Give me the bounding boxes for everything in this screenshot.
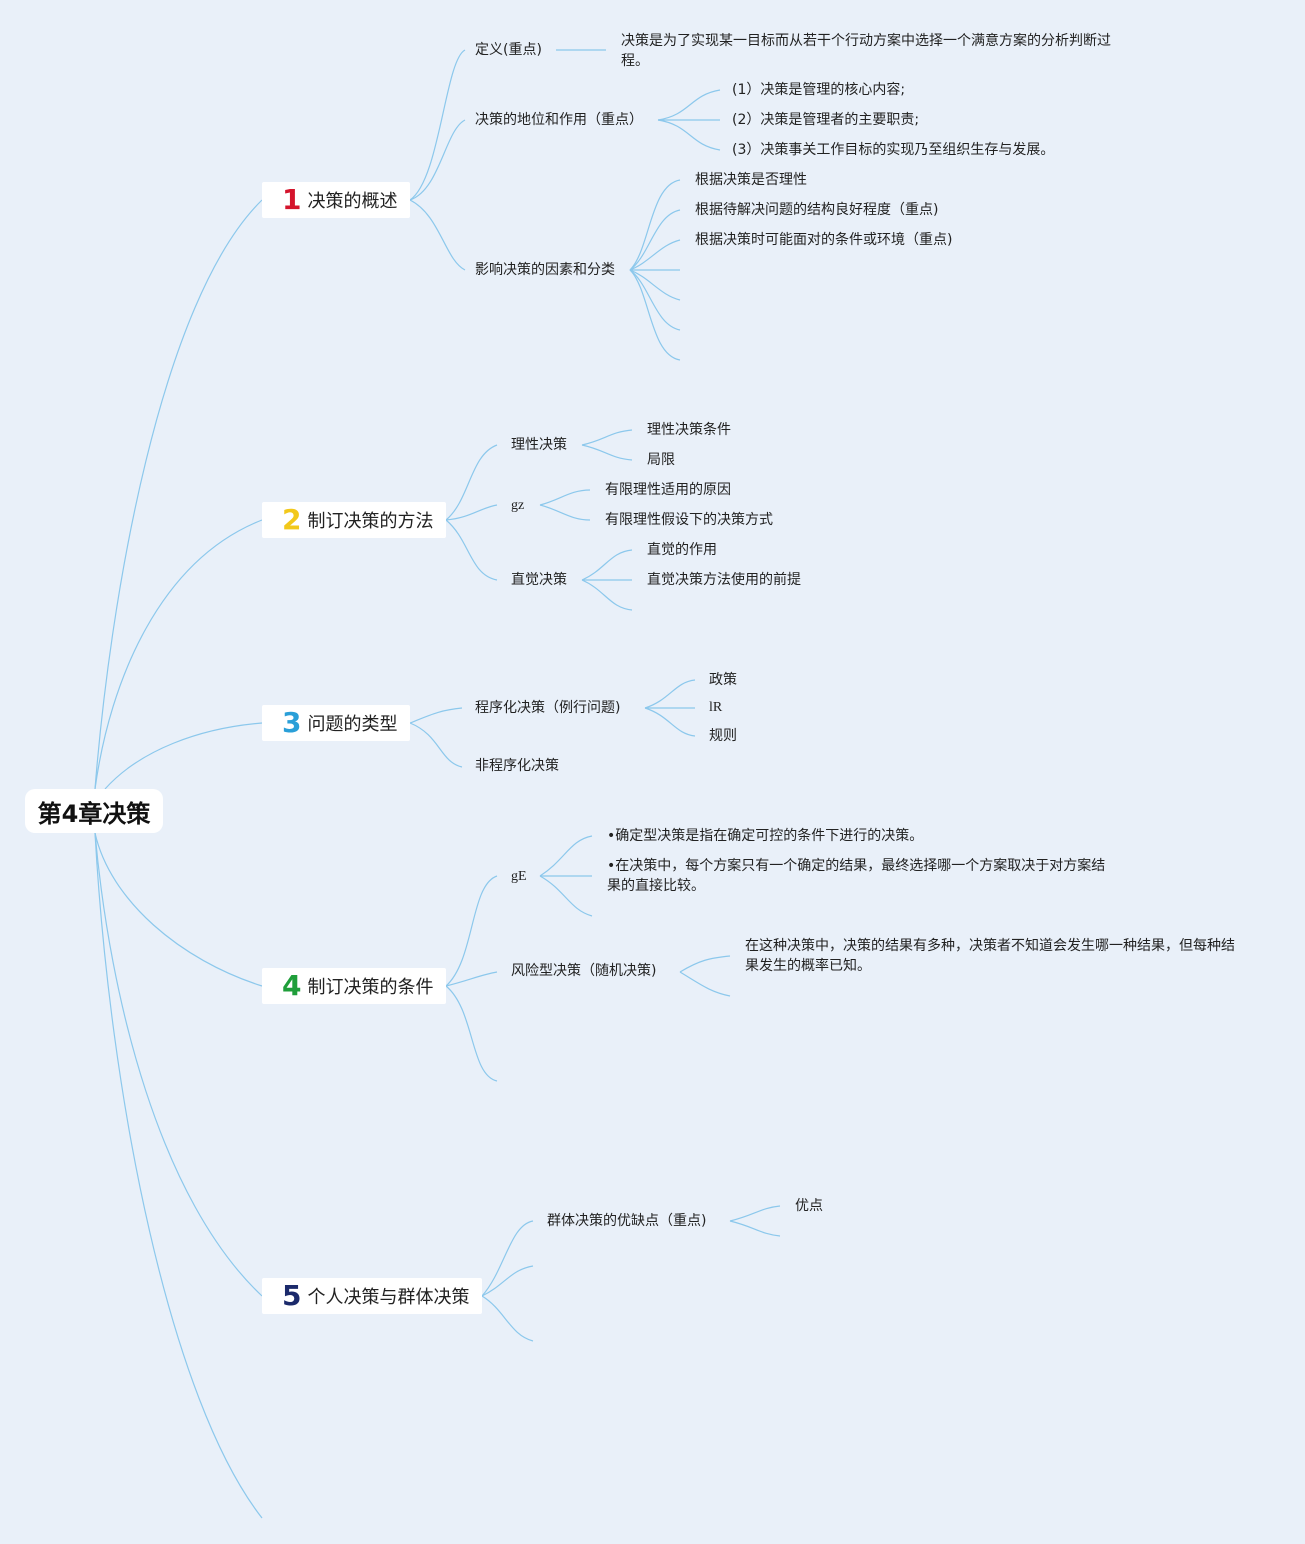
bounded-node[interactable]: gz	[511, 498, 525, 513]
definition-text[interactable]: 决策是为了实现某一目标而从若干个行动方案中选择一个满意方案的分析判断过程。	[621, 33, 1111, 69]
rational-item-2[interactable]: 局限	[647, 452, 675, 468]
factors-node[interactable]: 影响决策的因素和分类	[475, 262, 615, 278]
rational-item-1[interactable]: 理性决策条件	[647, 422, 731, 438]
programmed-item-3[interactable]: 规则	[709, 728, 737, 744]
group-item-1[interactable]: 优点	[795, 1198, 823, 1214]
link-root-b1	[94, 199, 263, 790]
branch-2-number: 2	[282, 503, 302, 536]
branch-4-node[interactable]: 4 制订决策的条件	[262, 968, 446, 1004]
status-node[interactable]: 决策的地位和作用（重点）	[475, 112, 643, 128]
certain-item-1[interactable]: •确定型决策是指在确定可控的条件下进行的决策。	[607, 828, 924, 844]
risk-node[interactable]: 风险型决策（随机决策)	[511, 963, 657, 979]
bounded-item-1[interactable]: 有限理性适用的原因	[605, 482, 731, 498]
intuitive-item-1[interactable]: 直觉的作用	[647, 542, 717, 558]
branch-1-number: 1	[282, 183, 302, 216]
link-root-b3	[104, 722, 263, 790]
bounded-item-2[interactable]: 有限理性假设下的决策方式	[605, 512, 773, 528]
branch-2-node[interactable]: 2 制订决策的方法	[262, 502, 446, 538]
root-node[interactable]: 第4章决策	[25, 789, 163, 833]
branch-5-node[interactable]: 5 个人决策与群体决策	[262, 1278, 482, 1314]
risk-text[interactable]: 在这种决策中，决策的结果有多种，决策者不知道会发生哪一种结果，但每种结果发生的概…	[745, 938, 1235, 974]
nonprogrammed-node[interactable]: 非程序化决策	[475, 758, 559, 774]
branch-1-label: 决策的概述	[307, 191, 398, 212]
status-item-1[interactable]: (1）决策是管理的核心内容;	[732, 82, 906, 98]
programmed-node[interactable]: 程序化决策（例行问题)	[475, 700, 621, 716]
status-item-3[interactable]: (3）决策事关工作目标的实现乃至组织生存与发展。	[732, 142, 1055, 158]
factor-item-1[interactable]: 根据决策是否理性	[695, 172, 807, 188]
factor-item-2[interactable]: 根据待解决问题的结构良好程度（重点)	[695, 202, 939, 218]
programmed-item-2[interactable]: lR	[709, 700, 723, 715]
rational-node[interactable]: 理性决策	[511, 437, 567, 453]
branch-3-node[interactable]: 3 问题的类型	[262, 705, 410, 741]
programmed-item-1[interactable]: 政策	[709, 672, 737, 688]
link-root-b2	[94, 519, 263, 790]
branch-3-number: 3	[282, 706, 302, 739]
branch-4-label: 制订决策的条件	[307, 977, 434, 998]
branch-5-label: 个人决策与群体决策	[307, 1287, 470, 1308]
status-item-2[interactable]: (2）决策是管理者的主要职责;	[732, 112, 920, 128]
intuitive-item-2[interactable]: 直觉决策方法使用的前提	[647, 572, 801, 588]
certain-node[interactable]: gE	[511, 869, 527, 884]
branch-1-node[interactable]: 1 决策的概述	[262, 182, 410, 218]
link-root-b4	[94, 832, 263, 987]
certain-item-2[interactable]: •在决策中，每个方案只有一个确定的结果，最终选择哪一个方案取决于对方案结果的直接…	[607, 858, 1106, 894]
intuitive-node[interactable]: 直觉决策	[511, 572, 567, 588]
group-node[interactable]: 群体决策的优缺点（重点)	[547, 1213, 707, 1229]
branch-2-label: 制订决策的方法	[307, 511, 434, 532]
link-root-b5	[94, 832, 263, 1297]
branch-3-label: 问题的类型	[307, 714, 398, 735]
branch-5-number: 5	[282, 1279, 302, 1312]
factor-item-3[interactable]: 根据决策时可能面对的条件或环境（重点)	[695, 232, 953, 248]
branch-4-number: 4	[282, 969, 302, 1002]
link-root-b6	[94, 832, 263, 1519]
definition-node[interactable]: 定义(重点)	[475, 42, 542, 58]
